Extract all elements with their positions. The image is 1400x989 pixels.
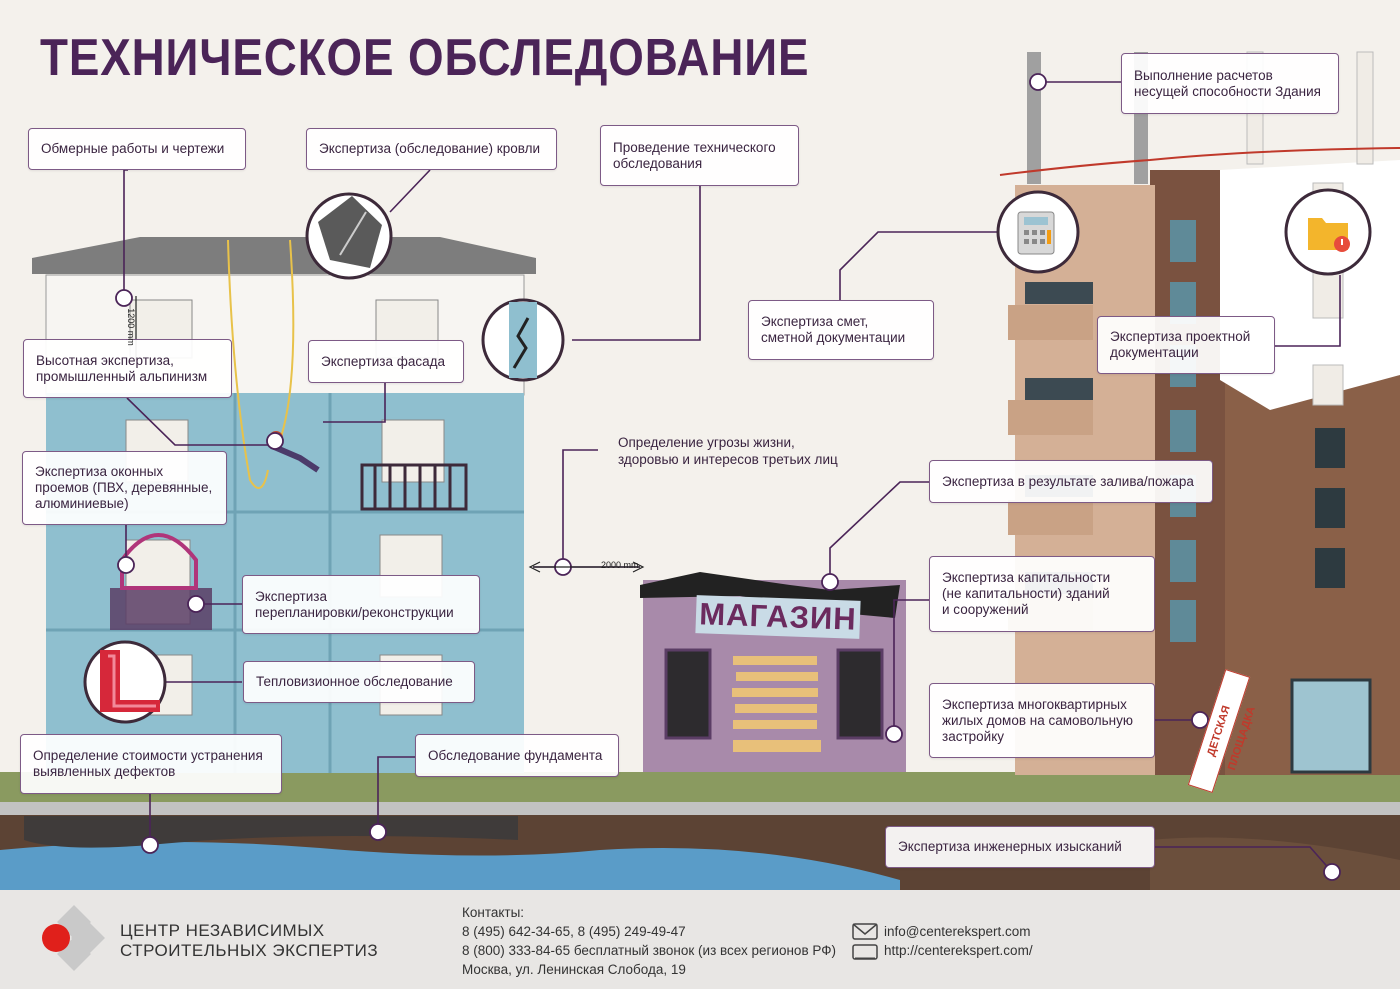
callout-foundation: Обследование фундамента (415, 734, 619, 777)
callout-threat: Определение угрозы жизни, здоровью и инт… (618, 435, 838, 467)
callout-capital: Экспертиза капитальности (не капитальнос… (929, 556, 1155, 632)
dimension-vertical: 1200 mm (125, 308, 136, 346)
callout-flood-fire: Экспертиза в результате залива/пожара (929, 460, 1213, 503)
contacts-phones: 8 (495) 642-34-65, 8 (495) 249-49-47 (462, 924, 686, 939)
callout-measuring: Обмерные работы и чертежи (28, 128, 246, 170)
callout-thermal: Тепловизионное обследование (243, 661, 475, 703)
callout-facade: Экспертиза фасада (308, 340, 464, 383)
callout-windows: Экспертиза оконных проемов (ПВХ, деревян… (22, 451, 227, 525)
callout-estimates: Экспертиза смет, сметной документации (748, 300, 934, 360)
contacts-address: Москва, ул. Ленинская Слобода, 19 (462, 962, 686, 977)
roof-icon (305, 192, 393, 280)
contacts-label: Контакты: (462, 905, 525, 920)
window-corner-icon (83, 640, 167, 724)
page-title: ТЕХНИЧЕСКОЕ ОБСЛЕДОВАНИЕ (40, 29, 810, 87)
water (0, 841, 900, 891)
crack-icon (481, 298, 565, 382)
building-roof (32, 237, 536, 274)
shop-sign: МАГАЗИН (695, 595, 861, 639)
calculator-icon (996, 190, 1080, 274)
contacts-free-phone: 8 (800) 333-84-65 бесплатный звонок (из … (462, 943, 836, 958)
email-link[interactable]: info@centerekspert.com (884, 924, 1031, 939)
callout-project-docs: Экспертиза проектной документации (1097, 316, 1275, 374)
folder-warning-icon (1284, 188, 1372, 276)
callout-self-built: Экспертиза многоквартирных жилых домов н… (929, 683, 1155, 758)
road (0, 802, 1400, 816)
callout-roof: Экспертиза (обследование) кровли (306, 128, 557, 170)
website-icon (852, 944, 878, 960)
callout-technical-survey: Проведение технического обследования (600, 125, 799, 186)
callout-bearing-capacity: Выполнение расчетов несущей способности … (1121, 53, 1339, 114)
footer-band (0, 890, 1400, 989)
website-link[interactable]: http://centerekspert.com/ (884, 943, 1033, 958)
email-icon (852, 923, 878, 940)
callout-engineering-survey: Экспертиза инженерных изысканий (885, 826, 1155, 868)
callout-high-altitude: Высотная экспертиза, промышленный альпин… (23, 339, 232, 398)
callout-replanning: Экспертиза перепланировки/реконструкции (242, 575, 480, 634)
company-name: ЦЕНТР НЕЗАВИСИМЫХ СТРОИТЕЛЬНЫХ ЭКСПЕРТИЗ (120, 921, 379, 960)
playground-sign: ДЕТСКАЯ ПЛОЩАДКА (1187, 668, 1258, 794)
callout-defects-cost: Определение стоимости устранения выявлен… (20, 734, 282, 794)
dimension-horizontal: 2000 mm (601, 560, 639, 570)
